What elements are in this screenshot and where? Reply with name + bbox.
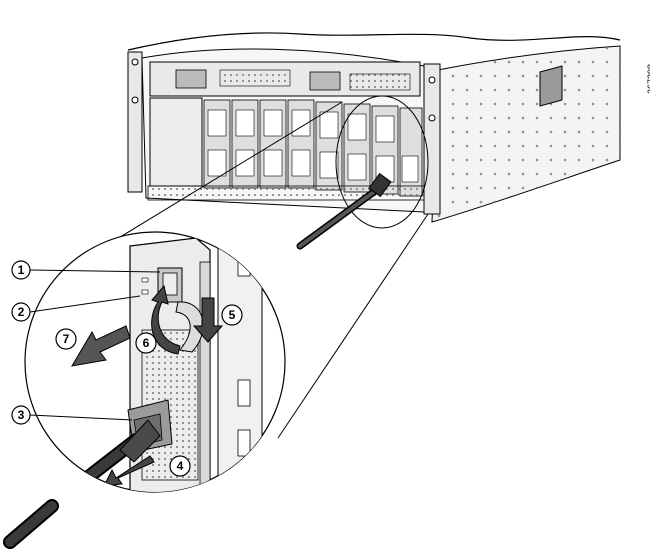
arrow-down-icon <box>192 297 224 343</box>
callouts: 1 2 3 4 5 6 7 <box>11 260 243 477</box>
chassis <box>127 32 621 250</box>
callout-5-circle <box>221 304 243 326</box>
callout-1-circle <box>11 260 31 280</box>
callout-1-leader <box>29 269 161 273</box>
led-indicator <box>141 277 149 283</box>
adjacent-module <box>217 232 263 492</box>
arrow-out-icon <box>71 325 131 367</box>
callout-7-label: 7 <box>63 332 70 346</box>
rack-ear-right <box>423 63 441 215</box>
zoom-detail <box>3 231 286 549</box>
callout-3-label: 3 <box>18 408 25 422</box>
figure-id: 367208 <box>646 64 650 95</box>
zoom-line-bottom <box>277 213 429 439</box>
psu-slots <box>203 99 423 197</box>
blank-panel <box>149 97 203 187</box>
bottom-vent <box>147 185 425 201</box>
callout-4-circle <box>169 455 191 477</box>
callout-6-label: 6 <box>143 336 150 350</box>
highlight-ellipse <box>335 95 429 229</box>
callout-5-label: 5 <box>229 308 236 322</box>
callout-3-circle <box>11 405 31 425</box>
arrow-pull-cord-icon <box>103 455 155 487</box>
callout-4-label: 4 <box>177 459 184 473</box>
side-plate <box>539 65 563 107</box>
callout-2-circle <box>11 302 31 322</box>
callout-2-label: 2 <box>18 305 25 319</box>
callout-2-leader <box>29 295 141 313</box>
callout-6-circle <box>135 332 157 354</box>
callout-3-leader <box>29 414 133 421</box>
psu-handle <box>175 301 204 353</box>
callout-1-label: 1 <box>18 263 25 277</box>
curved-arrow-icon <box>151 284 181 355</box>
rack-ear-left <box>127 51 143 193</box>
chassis-top-edge <box>127 32 621 51</box>
callout-7-circle <box>55 328 77 350</box>
